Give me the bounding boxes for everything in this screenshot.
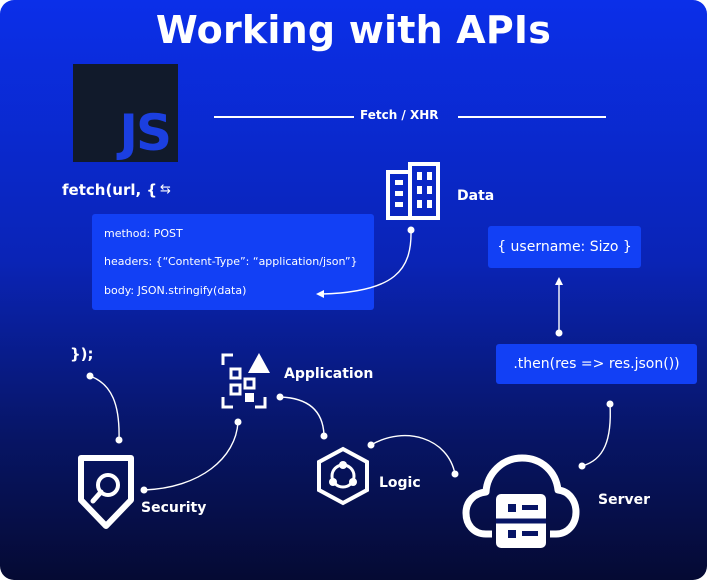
js-logo-text: JS <box>119 104 172 162</box>
option-headers: headers: {“Content-Type”: “application/j… <box>104 255 358 268</box>
connector-dot <box>234 418 242 426</box>
transport-line-left <box>214 116 354 118</box>
fetch-call-code: fetch(url, { <box>62 181 158 199</box>
page-title: Working with APIs <box>155 8 552 52</box>
transport-line-right <box>458 116 606 118</box>
application-label: Application <box>284 366 374 382</box>
connector-security-to-application <box>143 421 239 491</box>
then-parse-box: .then(res => res.json()) <box>496 344 697 384</box>
connector-dot <box>140 486 148 494</box>
logic-label: Logic <box>379 475 421 491</box>
connector-dot <box>367 441 375 449</box>
security-label: Security <box>141 500 207 516</box>
transport-label: Fetch / XHR <box>360 108 439 122</box>
option-body: body: JSON.stringify(data) <box>104 284 247 297</box>
connector-dot <box>86 372 94 380</box>
cloud-server-icon <box>462 454 580 548</box>
connector-dot <box>320 432 328 440</box>
connector-dot <box>578 462 586 470</box>
app-grid-icon <box>221 353 270 409</box>
connector-application-to-logic <box>279 396 325 436</box>
data-label: Data <box>457 188 495 204</box>
arrowhead-to-options <box>316 290 324 298</box>
connector-server-to-then <box>581 403 611 467</box>
shield-search-icon <box>78 455 134 529</box>
connector-closing-to-security <box>89 375 120 441</box>
connector-dot <box>555 329 563 337</box>
building-icon <box>386 162 440 220</box>
arrowhead-to-json <box>555 277 563 285</box>
fetch-closing-code: }); <box>70 345 94 363</box>
json-response-box: { username: Sizo } <box>488 226 641 268</box>
js-logo: JS <box>73 64 178 162</box>
connector-data-to-options <box>321 229 412 295</box>
connector-dot <box>451 470 459 478</box>
connector-logic-to-server <box>370 434 456 475</box>
connector-dot <box>115 436 123 444</box>
connector-dot <box>276 393 284 401</box>
server-label: Server <box>598 492 651 508</box>
hexagon-network-icon <box>317 446 369 506</box>
swap-arrows-icon: ⇆ <box>160 182 171 197</box>
option-method: method: POST <box>104 227 183 240</box>
connector-dot <box>606 400 614 408</box>
connector-dot <box>407 226 415 234</box>
